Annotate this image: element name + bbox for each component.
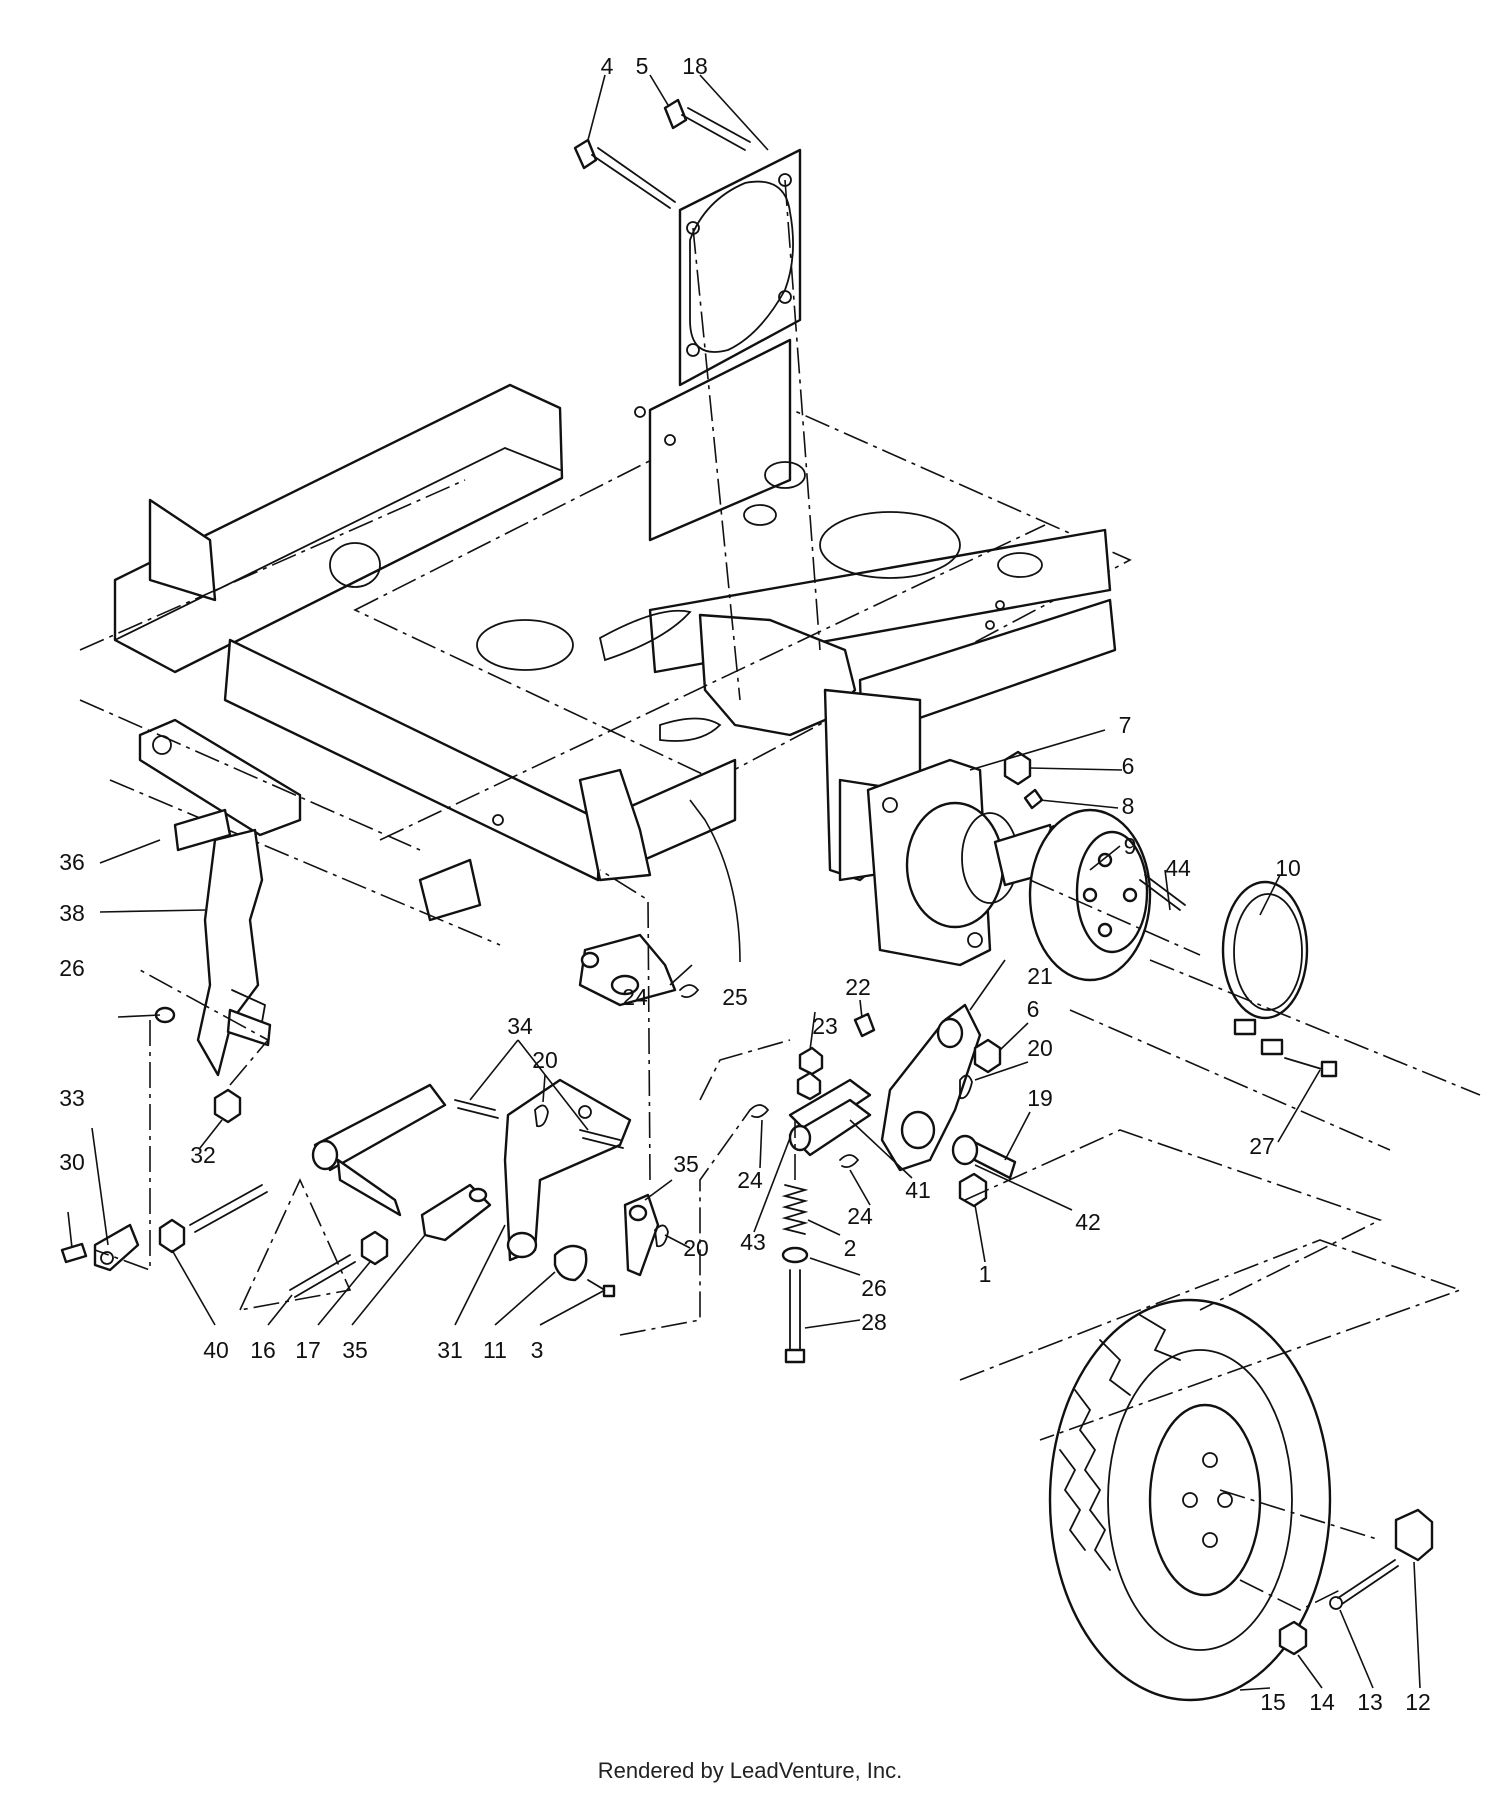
hair-pin-20-left <box>534 1104 549 1128</box>
nut-6-upper <box>1003 750 1032 786</box>
nut-6-lower <box>973 1038 1002 1074</box>
callout-26: 26 <box>861 1275 887 1301</box>
hair-pin-20-right <box>959 1074 973 1100</box>
bolt-5 <box>663 98 751 151</box>
plate-11 <box>553 1244 588 1282</box>
nut-17 <box>360 1230 389 1266</box>
callout-1: 1 <box>979 1261 992 1287</box>
tire-wheel-15 <box>1048 1298 1332 1702</box>
callout-17: 17 <box>295 1337 321 1363</box>
pedal-arm-38 <box>196 828 272 1077</box>
callout-2: 2 <box>844 1235 857 1261</box>
wheel-motor-7 <box>866 758 1019 967</box>
cross-shaft-31 <box>311 1078 632 1262</box>
pedal-36 <box>173 808 232 852</box>
callout-4: 4 <box>601 53 614 79</box>
washer-26-center <box>781 1246 809 1264</box>
nut-40 <box>158 1218 186 1254</box>
spacer-42 <box>951 1134 979 1166</box>
callout-23: 23 <box>812 1013 838 1039</box>
callout-42: 42 <box>1075 1209 1101 1235</box>
callout-35: 35 <box>673 1151 699 1177</box>
callout-40: 40 <box>203 1337 229 1363</box>
callout-16: 16 <box>250 1337 276 1363</box>
callout-18: 18 <box>682 53 708 79</box>
assembly-centerlines <box>94 869 1481 1611</box>
callout-7: 7 <box>1119 712 1132 738</box>
threaded-rod-16 <box>189 1184 356 1298</box>
screw-30 <box>60 1242 88 1264</box>
callout-8: 8 <box>1122 793 1135 819</box>
callout-14: 14 <box>1309 1689 1335 1715</box>
callout-24: 24 <box>847 1203 873 1229</box>
callout-30: 30 <box>59 1149 85 1175</box>
nut-1 <box>958 1172 988 1208</box>
callout-13: 13 <box>1357 1689 1383 1715</box>
callout-33: 33 <box>59 1085 85 1111</box>
grease-fitting-22 <box>853 1012 876 1038</box>
key-8 <box>1023 788 1044 810</box>
castle-nut-12 <box>1394 1508 1434 1562</box>
bolt-4 <box>573 138 676 209</box>
yoke-35-right <box>623 1193 660 1277</box>
callout-41: 41 <box>905 1177 931 1203</box>
rod-end-33 <box>93 1223 140 1272</box>
idler-arm-21 <box>880 1003 982 1172</box>
callout-24: 24 <box>622 984 648 1010</box>
cotter-pin-13 <box>1329 1559 1399 1610</box>
footer-credit: Rendered by LeadVenture, Inc. <box>597 1758 903 1783</box>
callout-20: 20 <box>532 1047 558 1073</box>
callout-22: 22 <box>845 974 871 1000</box>
callout-11: 11 <box>483 1337 507 1363</box>
callout-21: 21 <box>1027 963 1053 989</box>
chassis-frame <box>79 338 1132 1007</box>
callout-25: 25 <box>722 984 748 1010</box>
nuts-23 <box>796 1046 824 1101</box>
callout-5: 5 <box>636 53 649 79</box>
clevis-pin-43 <box>788 1124 812 1152</box>
callout-6: 6 <box>1027 996 1040 1022</box>
yoke-35-left <box>420 1183 492 1242</box>
callout-3: 3 <box>531 1337 544 1363</box>
callout-15: 15 <box>1260 1689 1286 1715</box>
callout-26: 26 <box>59 955 85 981</box>
brake-band-10 <box>1221 880 1309 1056</box>
hair-pin-20-mid <box>654 1224 669 1248</box>
callout-31: 31 <box>437 1337 463 1363</box>
brake-drum-9 <box>1028 808 1152 982</box>
callout-36: 36 <box>59 849 85 875</box>
callout-12: 12 <box>1405 1689 1431 1715</box>
callout-32: 32 <box>190 1142 216 1168</box>
callout-28: 28 <box>861 1309 887 1335</box>
callout-24: 24 <box>737 1167 763 1193</box>
leader-lines <box>67 74 1421 1691</box>
e-rings-24 <box>679 984 860 1169</box>
callout-44: 44 <box>1165 855 1191 881</box>
callout-20: 20 <box>683 1235 709 1261</box>
callout-20: 20 <box>1027 1035 1053 1061</box>
callout-27: 27 <box>1249 1133 1275 1159</box>
pins-34 <box>454 1099 624 1149</box>
spring-2 <box>781 1184 809 1235</box>
callout-34: 34 <box>507 1013 533 1039</box>
callout-10: 10 <box>1275 855 1301 881</box>
screw-3 <box>587 1279 616 1298</box>
gasket-plate-18 <box>678 148 802 387</box>
nut-32 <box>213 1088 242 1124</box>
callout-19: 19 <box>1027 1085 1053 1111</box>
callout-9: 9 <box>1124 833 1137 859</box>
callout-labels: 4 5 18 7 6 8 9 44 10 36 38 26 33 30 32 4… <box>59 53 1431 1715</box>
nut-14 <box>1278 1620 1308 1656</box>
bolt-28 <box>784 1269 806 1364</box>
wheel-studs-44 <box>1139 874 1186 911</box>
callout-43: 43 <box>740 1229 766 1255</box>
callout-35: 35 <box>342 1337 368 1363</box>
callout-38: 38 <box>59 900 85 926</box>
callout-6: 6 <box>1122 753 1135 779</box>
bolt-27 <box>1284 1057 1338 1078</box>
